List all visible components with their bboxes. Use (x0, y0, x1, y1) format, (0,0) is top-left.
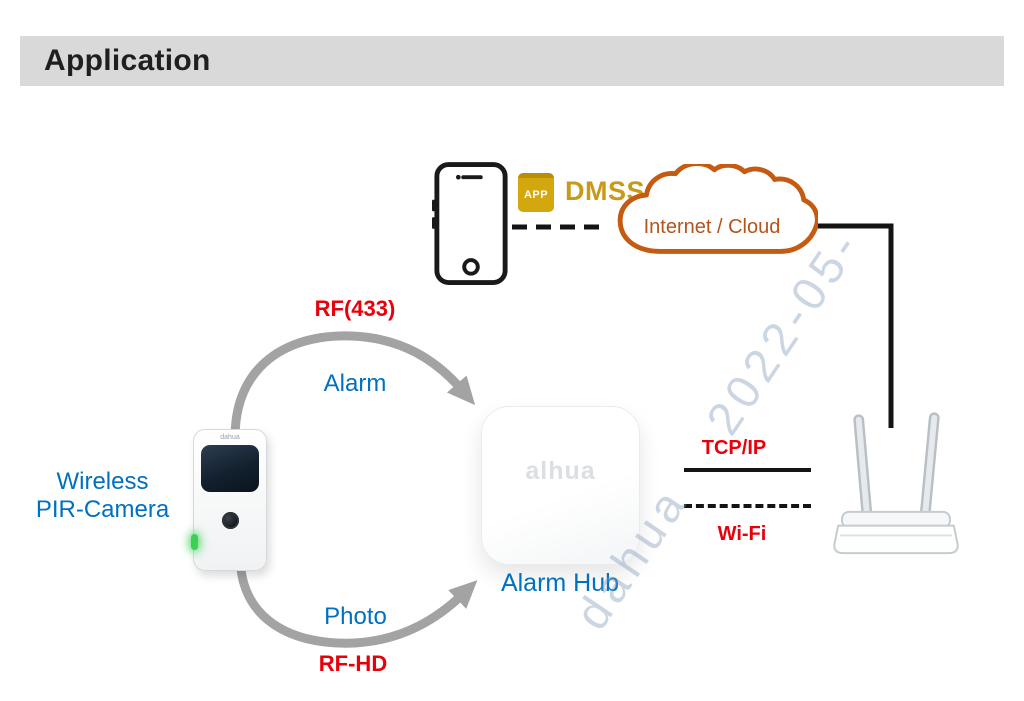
pir-camera-label: Wireless PIR-Camera (15, 468, 190, 523)
tcpip-label: TCP/IP (701, 437, 767, 459)
cloud-icon (617, 164, 818, 254)
router-antenna-left-highlight (855, 416, 871, 525)
pir-sensor-window (201, 445, 259, 492)
phone-volume-button (432, 217, 435, 229)
phone-camera-dot (455, 174, 461, 180)
alarm-hub-logo: alhua (525, 457, 596, 485)
phone-home-button (462, 258, 480, 276)
alarm-hub-label: Alarm Hub (500, 569, 620, 597)
pir-status-led (191, 534, 198, 550)
header-bar: Application (20, 36, 1004, 86)
cloud-router-link (810, 223, 894, 428)
pir-camera-label-line1: Wireless (56, 468, 149, 495)
app-icon: APP (518, 173, 554, 212)
phone-body (434, 162, 508, 285)
photo-flow-arrow (235, 537, 478, 648)
alarm-flow-arrow (230, 331, 476, 470)
pir-camera-device: dahua (191, 429, 267, 571)
cloud-label: Internet / Cloud (643, 216, 781, 238)
router-body-front (833, 524, 959, 555)
app-icon-label: APP (523, 189, 549, 201)
router-icon (833, 412, 959, 555)
rfhd-label: RF-HD (318, 651, 388, 676)
wifi-line (684, 504, 811, 508)
page-title: Application (44, 44, 211, 77)
tcpip-line (684, 468, 811, 472)
pir-camera-label-line2: PIR-Camera (35, 495, 170, 523)
smartphone-icon (432, 162, 508, 285)
alarm-label: Alarm (323, 370, 387, 397)
wifi-label: Wi-Fi (717, 523, 767, 545)
cloud-outline (617, 164, 818, 254)
rf433-label: RF(433) (314, 296, 396, 321)
pir-camera-lens-icon (222, 512, 239, 529)
photo-label: Photo (324, 603, 387, 630)
phone-volume-button (432, 199, 435, 212)
alarm-hub-device: alhua (481, 406, 640, 565)
pir-brand-logo: dahua (220, 434, 240, 441)
